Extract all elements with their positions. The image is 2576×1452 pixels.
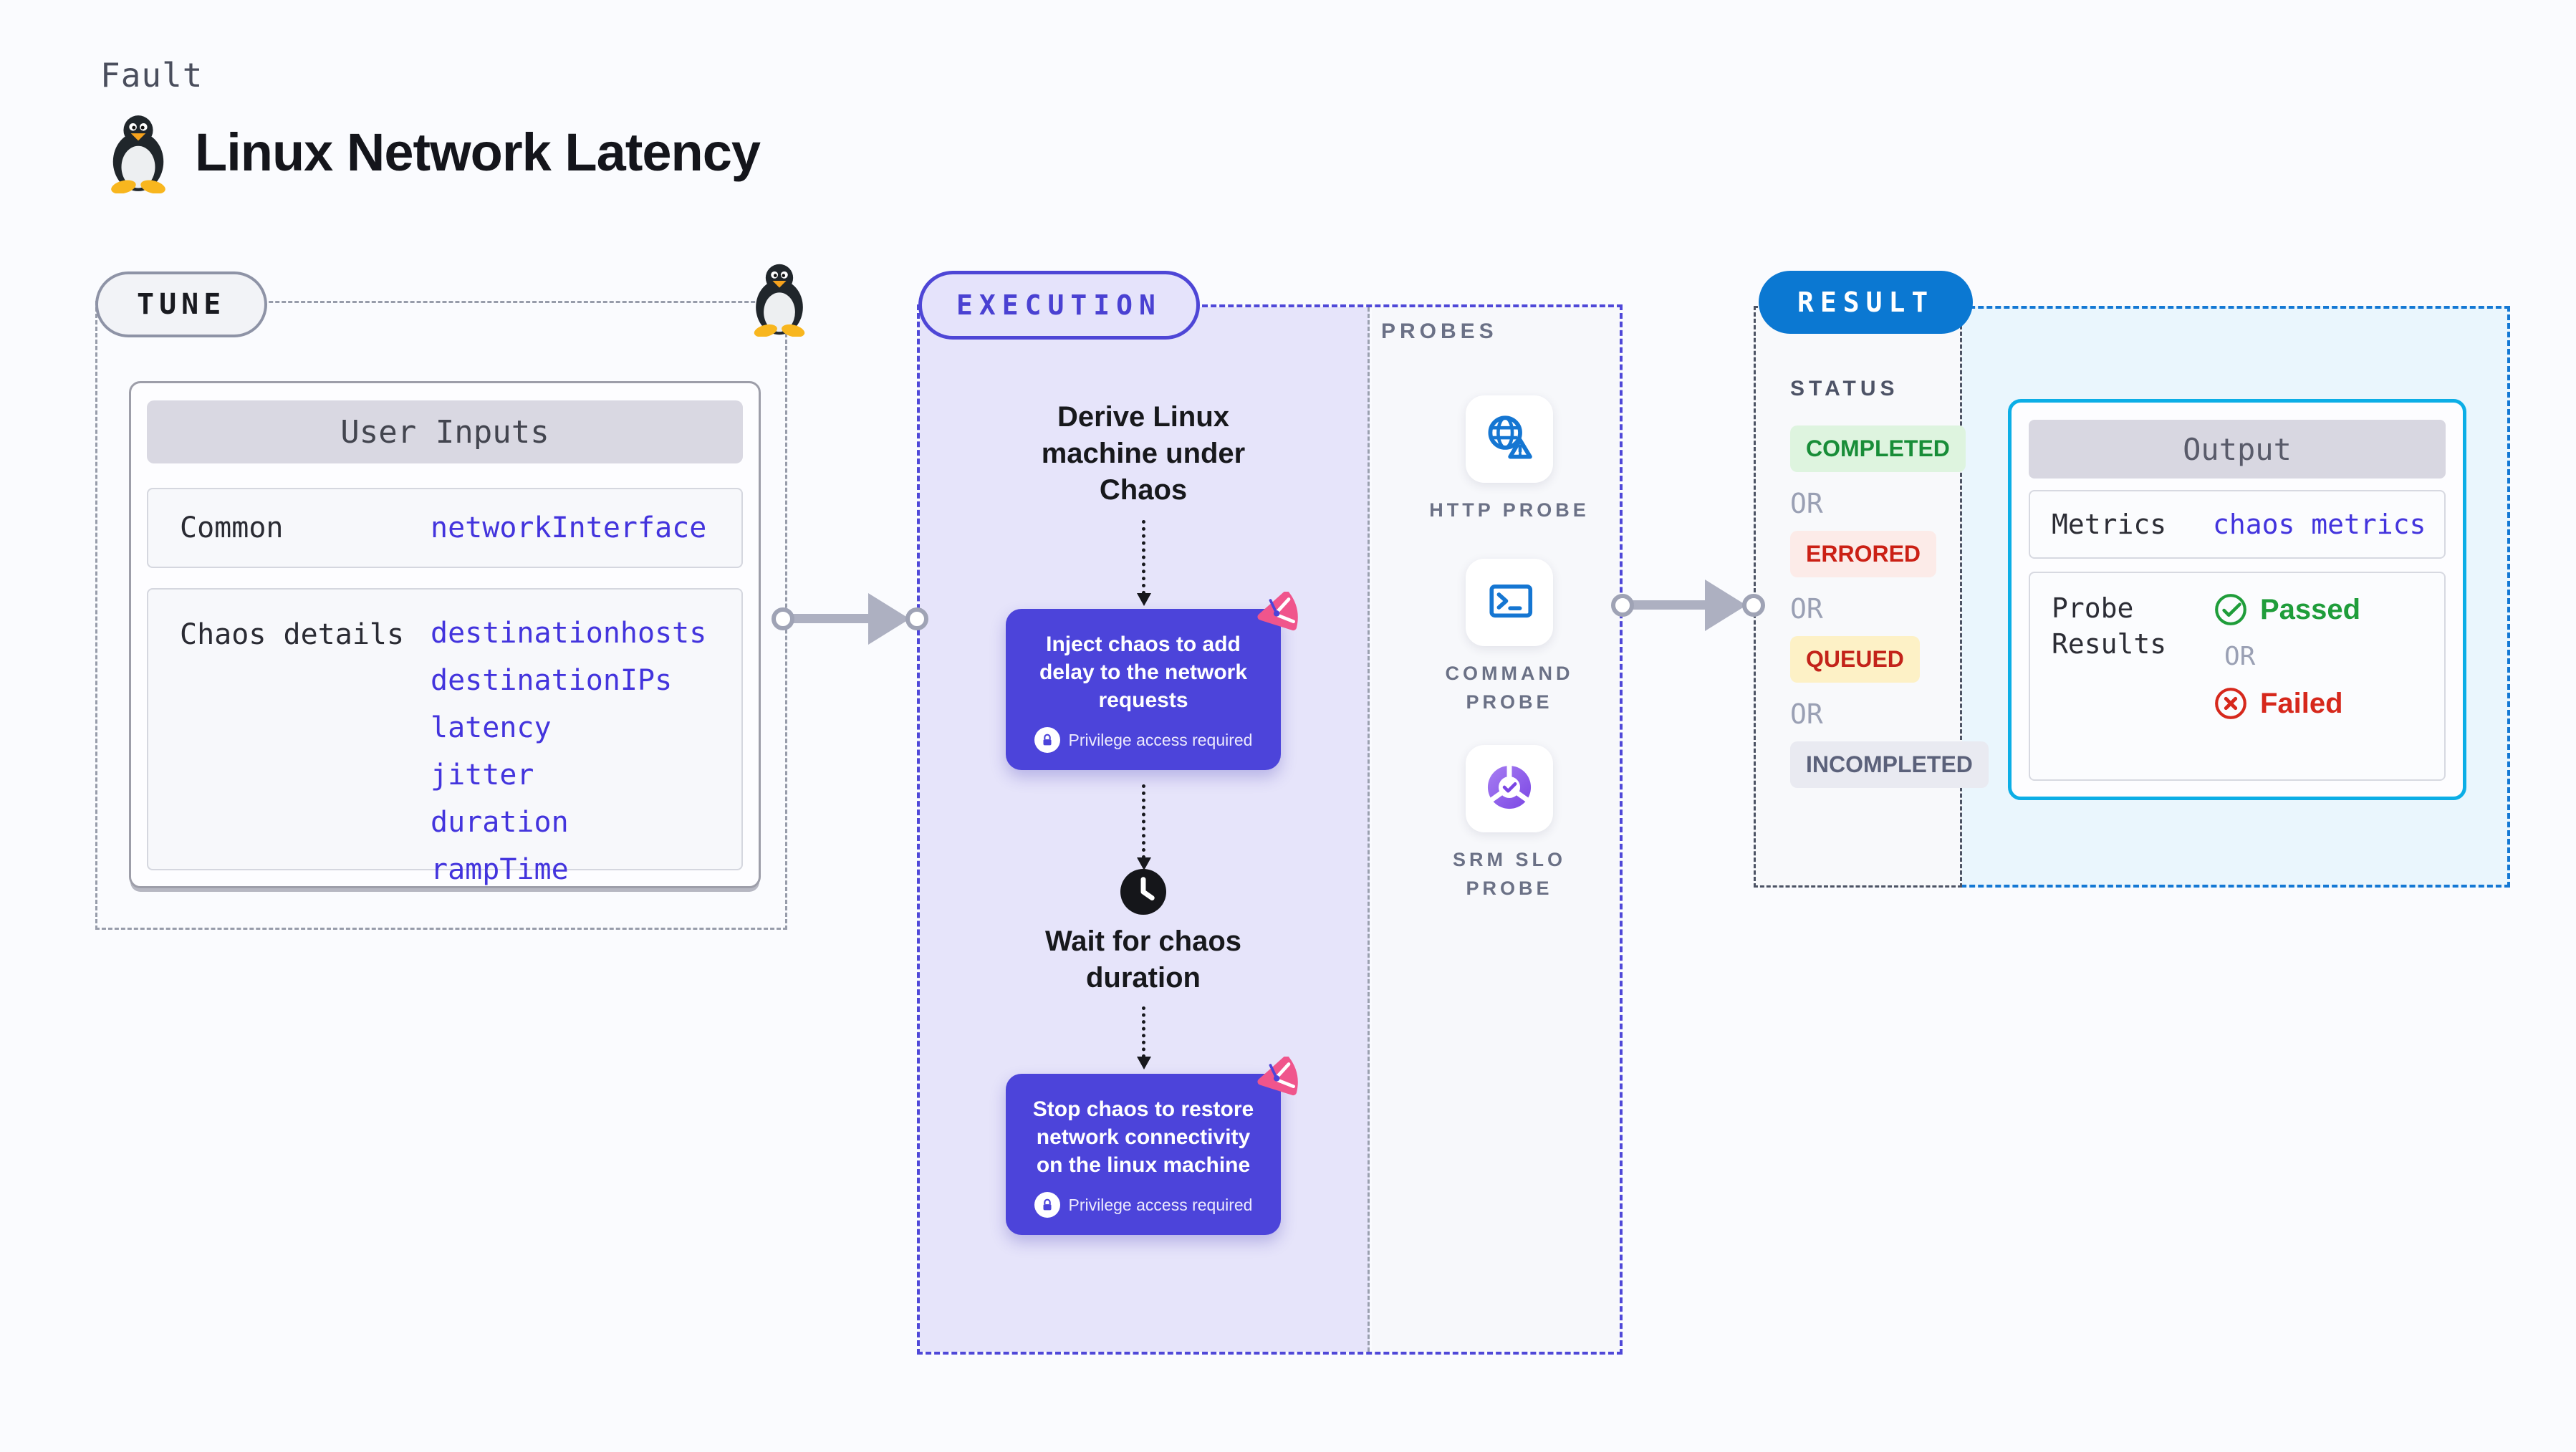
chaos-logo-icon	[1256, 1055, 1299, 1100]
probe-srm-slo: SRM SLO PROBE	[1420, 745, 1599, 903]
chaos-logo-icon	[1256, 590, 1299, 635]
chaos-value: rampTime	[431, 853, 569, 886]
status-badge-queued: QUEUED	[1790, 636, 1920, 683]
chaos-value: latency	[431, 711, 552, 744]
metrics-label: Metrics	[2052, 509, 2167, 540]
or-separator: OR	[1790, 593, 1823, 625]
linux-penguin-icon-small	[748, 262, 811, 337]
connector-dot	[1611, 594, 1634, 617]
chaos-value: duration	[431, 806, 569, 839]
probe-results-values: Passed OR Failed	[2213, 590, 2444, 721]
probes-label: PROBES	[1381, 319, 1498, 343]
probe-label: COMMAND PROBE	[1445, 663, 1574, 713]
stop-step-text: Stop chaos to restore network connectivi…	[1032, 1097, 1254, 1177]
passed-line: Passed	[2213, 592, 2360, 628]
row-label: Common	[180, 511, 284, 544]
connector-dot	[772, 607, 794, 630]
metrics-value: chaos metrics	[2213, 509, 2426, 540]
passed-text: Passed	[2260, 593, 2361, 625]
connector-dot	[1742, 594, 1765, 617]
arrow-down-icon	[1136, 784, 1151, 870]
arrow-shaft	[790, 614, 871, 623]
stop-chaos-step: Stop chaos to restore network connectivi…	[1006, 1055, 1298, 1235]
output-card: Output Metrics chaos metrics Probe Resul…	[2008, 399, 2466, 800]
probe-card	[1466, 559, 1553, 646]
linux-penguin-icon	[105, 113, 172, 194]
status-panel: STATUS COMPLETED OR ERRORED OR QUEUED OR…	[1754, 306, 1989, 888]
row-label: Chaos details	[180, 618, 405, 651]
failed-text: Failed	[2260, 687, 2343, 719]
status-badge-incompleted: INCOMPLETED	[1790, 741, 1989, 788]
derive-step-text: Derive Linux machine under Chaos	[1041, 401, 1246, 506]
chaos-value: destinationhosts	[431, 617, 707, 650]
probe-card	[1466, 745, 1553, 832]
table-row-chaos-details: Chaos details destinationhosts destinati…	[147, 588, 743, 886]
inject-step-text: Inject chaos to add delay to the network…	[1039, 633, 1248, 712]
privilege-note-text: Privilege access required	[1068, 730, 1253, 749]
arrow-head	[1705, 580, 1746, 631]
page-title: Linux Network Latency	[195, 122, 761, 182]
probe-results-row: Probe Results Passed OR	[2029, 572, 2446, 781]
probe-http: HTTP PROBE	[1420, 395, 1599, 524]
execution-badge: EXECUTION	[918, 271, 1200, 340]
terminal-icon	[1484, 575, 1535, 630]
lock-icon	[1034, 1192, 1060, 1218]
globe-warning-icon	[1483, 411, 1536, 468]
or-separator: OR	[1790, 488, 1823, 519]
result-badge: RESULT	[1759, 271, 1974, 334]
probe-label: SRM SLO PROBE	[1452, 849, 1566, 899]
status-badge-completed: COMPLETED	[1790, 425, 1966, 472]
inject-chaos-step: Inject chaos to add delay to the network…	[1006, 590, 1298, 770]
check-circle-icon	[2213, 592, 2249, 628]
arrow-down-icon	[1136, 1006, 1151, 1069]
arrow-right-icon	[772, 592, 928, 646]
output-header: Output	[2029, 420, 2446, 479]
slo-pie-check-icon	[1483, 761, 1536, 817]
privilege-note-text: Privilege access required	[1068, 1195, 1253, 1214]
row-value-list: destinationhosts destinationIPs latency …	[431, 610, 741, 893]
connector-dot	[905, 607, 928, 630]
execution-flow: Derive Linux machine under Chaos Inject …	[920, 304, 1367, 1235]
arrow-right-icon	[1611, 578, 1765, 633]
status-label: STATUS	[1790, 377, 1899, 400]
row-value: networkInterface	[431, 511, 707, 544]
lock-icon	[1034, 727, 1060, 753]
arrow-shaft	[1630, 600, 1708, 610]
or-separator: OR	[1790, 698, 1823, 730]
table-row-common: Common networkInterface	[147, 488, 743, 568]
category-label: Fault	[100, 56, 203, 95]
x-circle-icon	[2213, 686, 2249, 721]
tune-badge: TUNE	[95, 271, 268, 337]
or-separator: OR	[2224, 642, 2256, 671]
user-inputs-card: User Inputs Common networkInterface Chao…	[129, 381, 761, 888]
probe-results-label: Probe Results	[2052, 592, 2167, 660]
clock-icon	[1120, 869, 1166, 915]
metrics-row: Metrics chaos metrics	[2029, 490, 2446, 559]
privilege-note: Privilege access required	[1024, 727, 1262, 753]
probe-card	[1466, 395, 1553, 483]
probe-command: COMMAND PROBE	[1420, 559, 1599, 716]
arrow-head	[868, 593, 910, 645]
failed-line: Failed	[2213, 686, 2343, 721]
chaos-value: jitter	[431, 759, 534, 792]
wait-step-text: Wait for chaos duration	[1044, 925, 1242, 994]
probe-label: HTTP PROBE	[1429, 499, 1590, 521]
user-inputs-header: User Inputs	[147, 400, 743, 463]
arrow-down-icon	[1136, 520, 1151, 606]
chaos-value: destinationIPs	[431, 664, 673, 697]
privilege-note: Privilege access required	[1024, 1192, 1262, 1218]
status-badge-errored: ERRORED	[1790, 531, 1937, 577]
